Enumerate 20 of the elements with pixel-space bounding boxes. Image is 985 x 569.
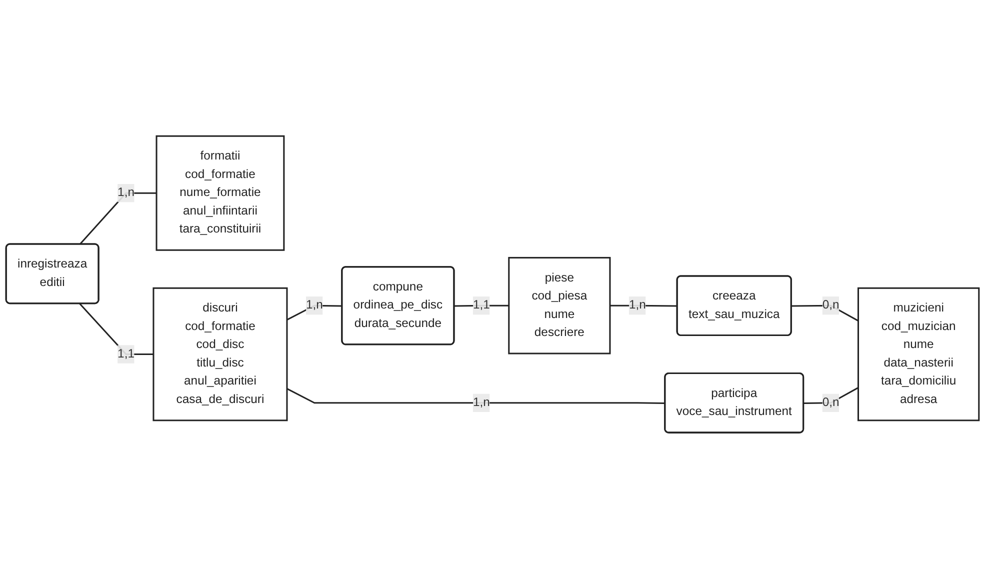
connector [610, 305, 678, 307]
edge-label: 0,n [822, 298, 840, 312]
connector [286, 388, 666, 404]
edge-label: 1,1 [118, 348, 134, 361]
node-box: formatii cod_formatie nume_formatie anul_infiintarii tara_constituirii [156, 136, 285, 252]
edge-label: 1,n [628, 298, 646, 312]
node-box: piese cod_piesa nume descriere [508, 257, 611, 354]
connector [79, 192, 157, 246]
node-box: discuri cod_formatie cod_disc titlu_disc anul_aparitiei casa_de_discuri [152, 288, 288, 422]
node-box: muzicieni cod_muzician nume data_nasterii tara_domiciliu adresa [857, 288, 980, 422]
connector [454, 305, 509, 307]
edge-label: 1,n [472, 396, 490, 410]
edge-label: 1,n [306, 298, 323, 312]
edge-label: 1,1 [472, 298, 490, 312]
connector [804, 387, 859, 404]
connector [286, 305, 342, 321]
edge-label: 0,n [822, 396, 840, 410]
connector [79, 303, 154, 356]
edge-label: 1,n [118, 186, 134, 200]
connector [792, 305, 859, 322]
